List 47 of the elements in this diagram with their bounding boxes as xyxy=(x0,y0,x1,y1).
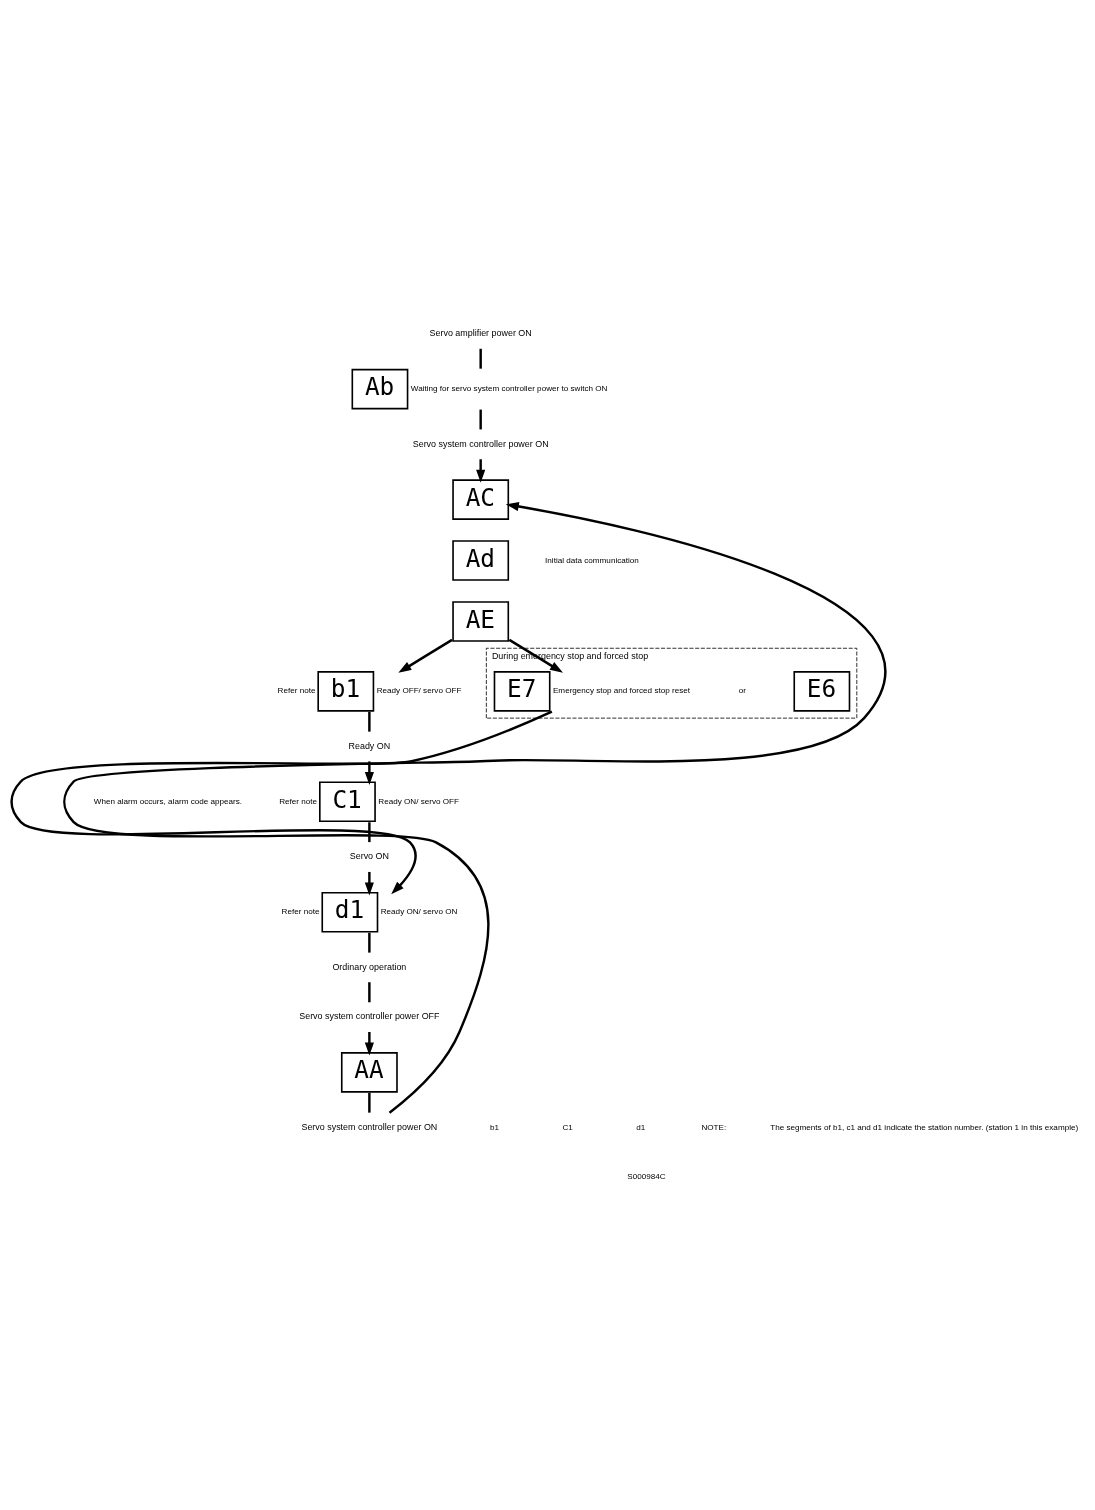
node-box: Ad xyxy=(452,539,510,581)
arrow xyxy=(64,501,885,1114)
node-text: Servo ON xyxy=(349,850,389,861)
connector xyxy=(368,1092,371,1113)
node-box: b1 xyxy=(317,670,375,712)
connector xyxy=(368,932,371,953)
node-box: C1 xyxy=(319,781,376,822)
arrow xyxy=(476,458,486,483)
label: C1 xyxy=(562,1122,573,1132)
node-label: Refer note xyxy=(277,685,316,695)
node-text: Ordinary operation xyxy=(332,961,407,972)
node-label: Ready OFF/ servo OFF xyxy=(376,685,462,695)
arrow xyxy=(398,638,453,673)
label: The segments of b1, c1 and d1 indicate the station number. (station 1 in this example) xyxy=(770,1122,1079,1132)
label: b1 xyxy=(489,1122,499,1132)
connector xyxy=(368,711,371,732)
node-label: Emergency stop and forced stop reset xyxy=(552,685,691,695)
node-box: E7 xyxy=(493,670,551,712)
label: When alarm occurs, alarm code appears. xyxy=(93,796,243,806)
node-label: Ready ON/ servo OFF xyxy=(378,796,459,806)
node-box: AC xyxy=(452,478,510,520)
connector xyxy=(368,981,371,1002)
node-box: AE xyxy=(452,600,510,642)
label: d1 xyxy=(636,1122,646,1132)
label: NOTE: xyxy=(701,1122,727,1132)
node-text: Servo amplifier power ON xyxy=(429,327,532,338)
node-label: Refer note xyxy=(281,906,320,916)
label: Initial data communication xyxy=(545,555,639,565)
arrow xyxy=(364,871,374,896)
node-text: Ready ON xyxy=(348,740,391,751)
arrow xyxy=(10,710,553,894)
connector xyxy=(368,821,371,842)
node-text: Servo system controller power OFF xyxy=(299,1010,440,1021)
label: S000984C xyxy=(627,1171,666,1181)
connector xyxy=(479,409,482,429)
arrow xyxy=(364,1031,374,1056)
node-box: Ab xyxy=(351,368,409,409)
node-text: Servo system controller power ON xyxy=(301,1121,438,1132)
label: or xyxy=(738,685,746,695)
node-text: Servo system controller power ON xyxy=(412,438,549,449)
connector xyxy=(479,348,482,369)
node-label: Ready ON/ servo ON xyxy=(380,906,458,916)
node-label: Waiting for servo system controller power to switch ON xyxy=(410,383,608,393)
node-box: E6 xyxy=(793,670,851,712)
node-box: d1 xyxy=(321,891,379,933)
node-label: Refer note xyxy=(279,796,318,806)
node-box: AA xyxy=(340,1051,398,1093)
